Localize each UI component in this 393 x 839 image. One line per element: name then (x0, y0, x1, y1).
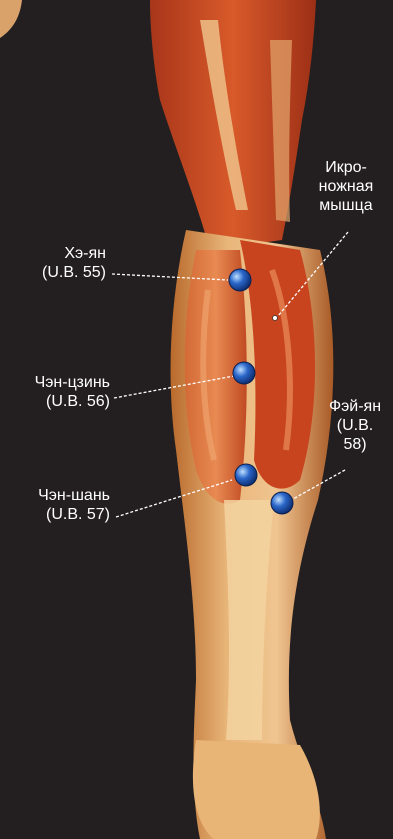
label-fei-yan-code-1: (U.B. (318, 416, 392, 435)
label-chen-shan-name: Чэн-шань (6, 486, 110, 505)
acupoint-he-yan (229, 269, 251, 291)
label-chen-shan: Чэн-шань (U.B. 57) (6, 486, 110, 524)
label-fei-yan-code-2: 58) (318, 435, 392, 454)
heel (193, 740, 320, 839)
acupoint-chen-jin (233, 362, 255, 384)
gastrocnemius-pointer-dot (273, 316, 278, 321)
label-gastrocnemius-line-1: Икро- (300, 158, 392, 177)
label-chen-jin-code: (U.B. 56) (6, 392, 110, 411)
acupoint-chen-shan (235, 464, 257, 486)
label-chen-jin-name: Чэн-цзинь (6, 373, 110, 392)
label-chen-shan-code: (U.B. 57) (6, 505, 110, 524)
label-fei-yan: Фэй-ян (U.B. 58) (318, 397, 392, 454)
thigh (150, 0, 316, 250)
acupoint-fei-yan (271, 492, 293, 514)
label-he-yan-code: (U.B. 55) (14, 263, 106, 282)
label-he-yan-name: Хэ-ян (14, 244, 106, 263)
label-he-yan: Хэ-ян (U.B. 55) (14, 244, 106, 282)
other-leg-fragment (0, 0, 22, 38)
label-gastrocnemius-line-2: ножная (300, 177, 392, 196)
label-fei-yan-name: Фэй-ян (318, 397, 392, 416)
label-chen-jin: Чэн-цзинь (U.B. 56) (6, 373, 110, 411)
label-gastrocnemius-line-3: мышца (300, 196, 392, 215)
label-gastrocnemius: Икро- ножная мышца (300, 158, 392, 215)
